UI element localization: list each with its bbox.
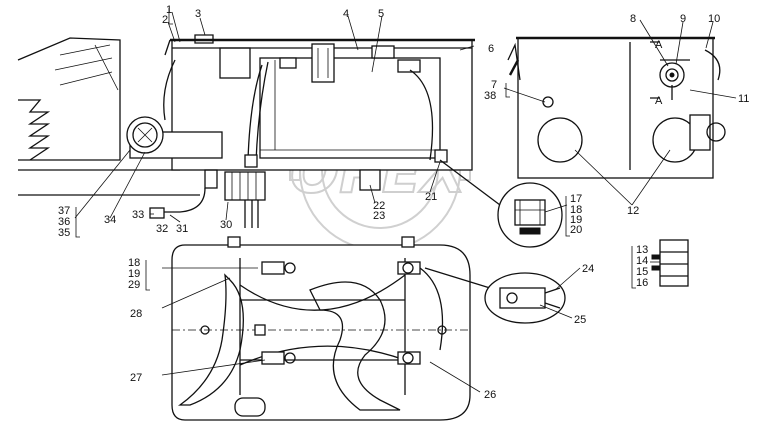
leader-lines xyxy=(74,11,737,393)
callout-32: 32 xyxy=(156,223,168,235)
callout-4: 4 xyxy=(343,8,349,20)
callout-20: 20 xyxy=(570,224,582,236)
bracket-detail xyxy=(651,239,689,287)
callout-2: 2 xyxy=(162,14,168,26)
callout-19-upper: 19 xyxy=(570,214,582,226)
callout-28: 28 xyxy=(130,308,142,320)
terminal-detail xyxy=(424,267,566,324)
callout-25: 25 xyxy=(574,314,586,326)
callout-35: 35 xyxy=(58,227,70,239)
callout-5: 5 xyxy=(378,8,384,20)
callout-26: 26 xyxy=(484,389,496,401)
callout-22: 22 xyxy=(373,200,385,212)
callout-34: 34 xyxy=(104,214,116,226)
callout-3: 3 xyxy=(195,8,201,20)
callout-11: 11 xyxy=(738,93,749,105)
callout-21: 21 xyxy=(425,191,437,203)
callout-29: 29 xyxy=(128,279,140,291)
callout-12: 12 xyxy=(627,205,639,217)
callout-8: 8 xyxy=(630,13,636,25)
callout-23: 23 xyxy=(373,210,385,222)
callout-labels: 1 2 3 4 5 6 7 38 8 9 10 11 A A 12 17 18 … xyxy=(58,4,749,401)
callout-13: 13 xyxy=(636,244,648,256)
callout-31: 31 xyxy=(176,223,188,235)
callout-15: 15 xyxy=(636,266,648,278)
callout-16: 16 xyxy=(636,277,648,289)
detail-circle-bolt xyxy=(439,159,563,248)
section-a-top: A xyxy=(655,39,663,51)
callout-14: 14 xyxy=(636,255,648,267)
section-a-bottom: A xyxy=(655,95,663,107)
callout-18-upper: 18 xyxy=(570,204,582,216)
battery-box-end xyxy=(507,36,726,179)
callout-19: 19 xyxy=(128,268,140,280)
callout-27: 27 xyxy=(130,372,142,384)
callout-36: 36 xyxy=(58,216,70,228)
callout-6: 6 xyxy=(488,43,494,55)
callout-30: 30 xyxy=(220,219,232,231)
callout-18: 18 xyxy=(128,257,140,269)
callout-38: 38 xyxy=(484,90,496,102)
callout-10: 10 xyxy=(708,13,720,25)
lid-top-view xyxy=(171,236,471,421)
battery-box-side xyxy=(126,34,475,228)
callout-brackets xyxy=(75,8,636,291)
callout-7: 7 xyxy=(491,79,497,91)
callout-17: 17 xyxy=(570,193,582,205)
cab-fragment xyxy=(17,37,200,196)
callout-24: 24 xyxy=(582,263,594,275)
callout-9: 9 xyxy=(680,13,686,25)
callout-37: 37 xyxy=(58,205,70,217)
callout-33: 33 xyxy=(132,209,144,221)
